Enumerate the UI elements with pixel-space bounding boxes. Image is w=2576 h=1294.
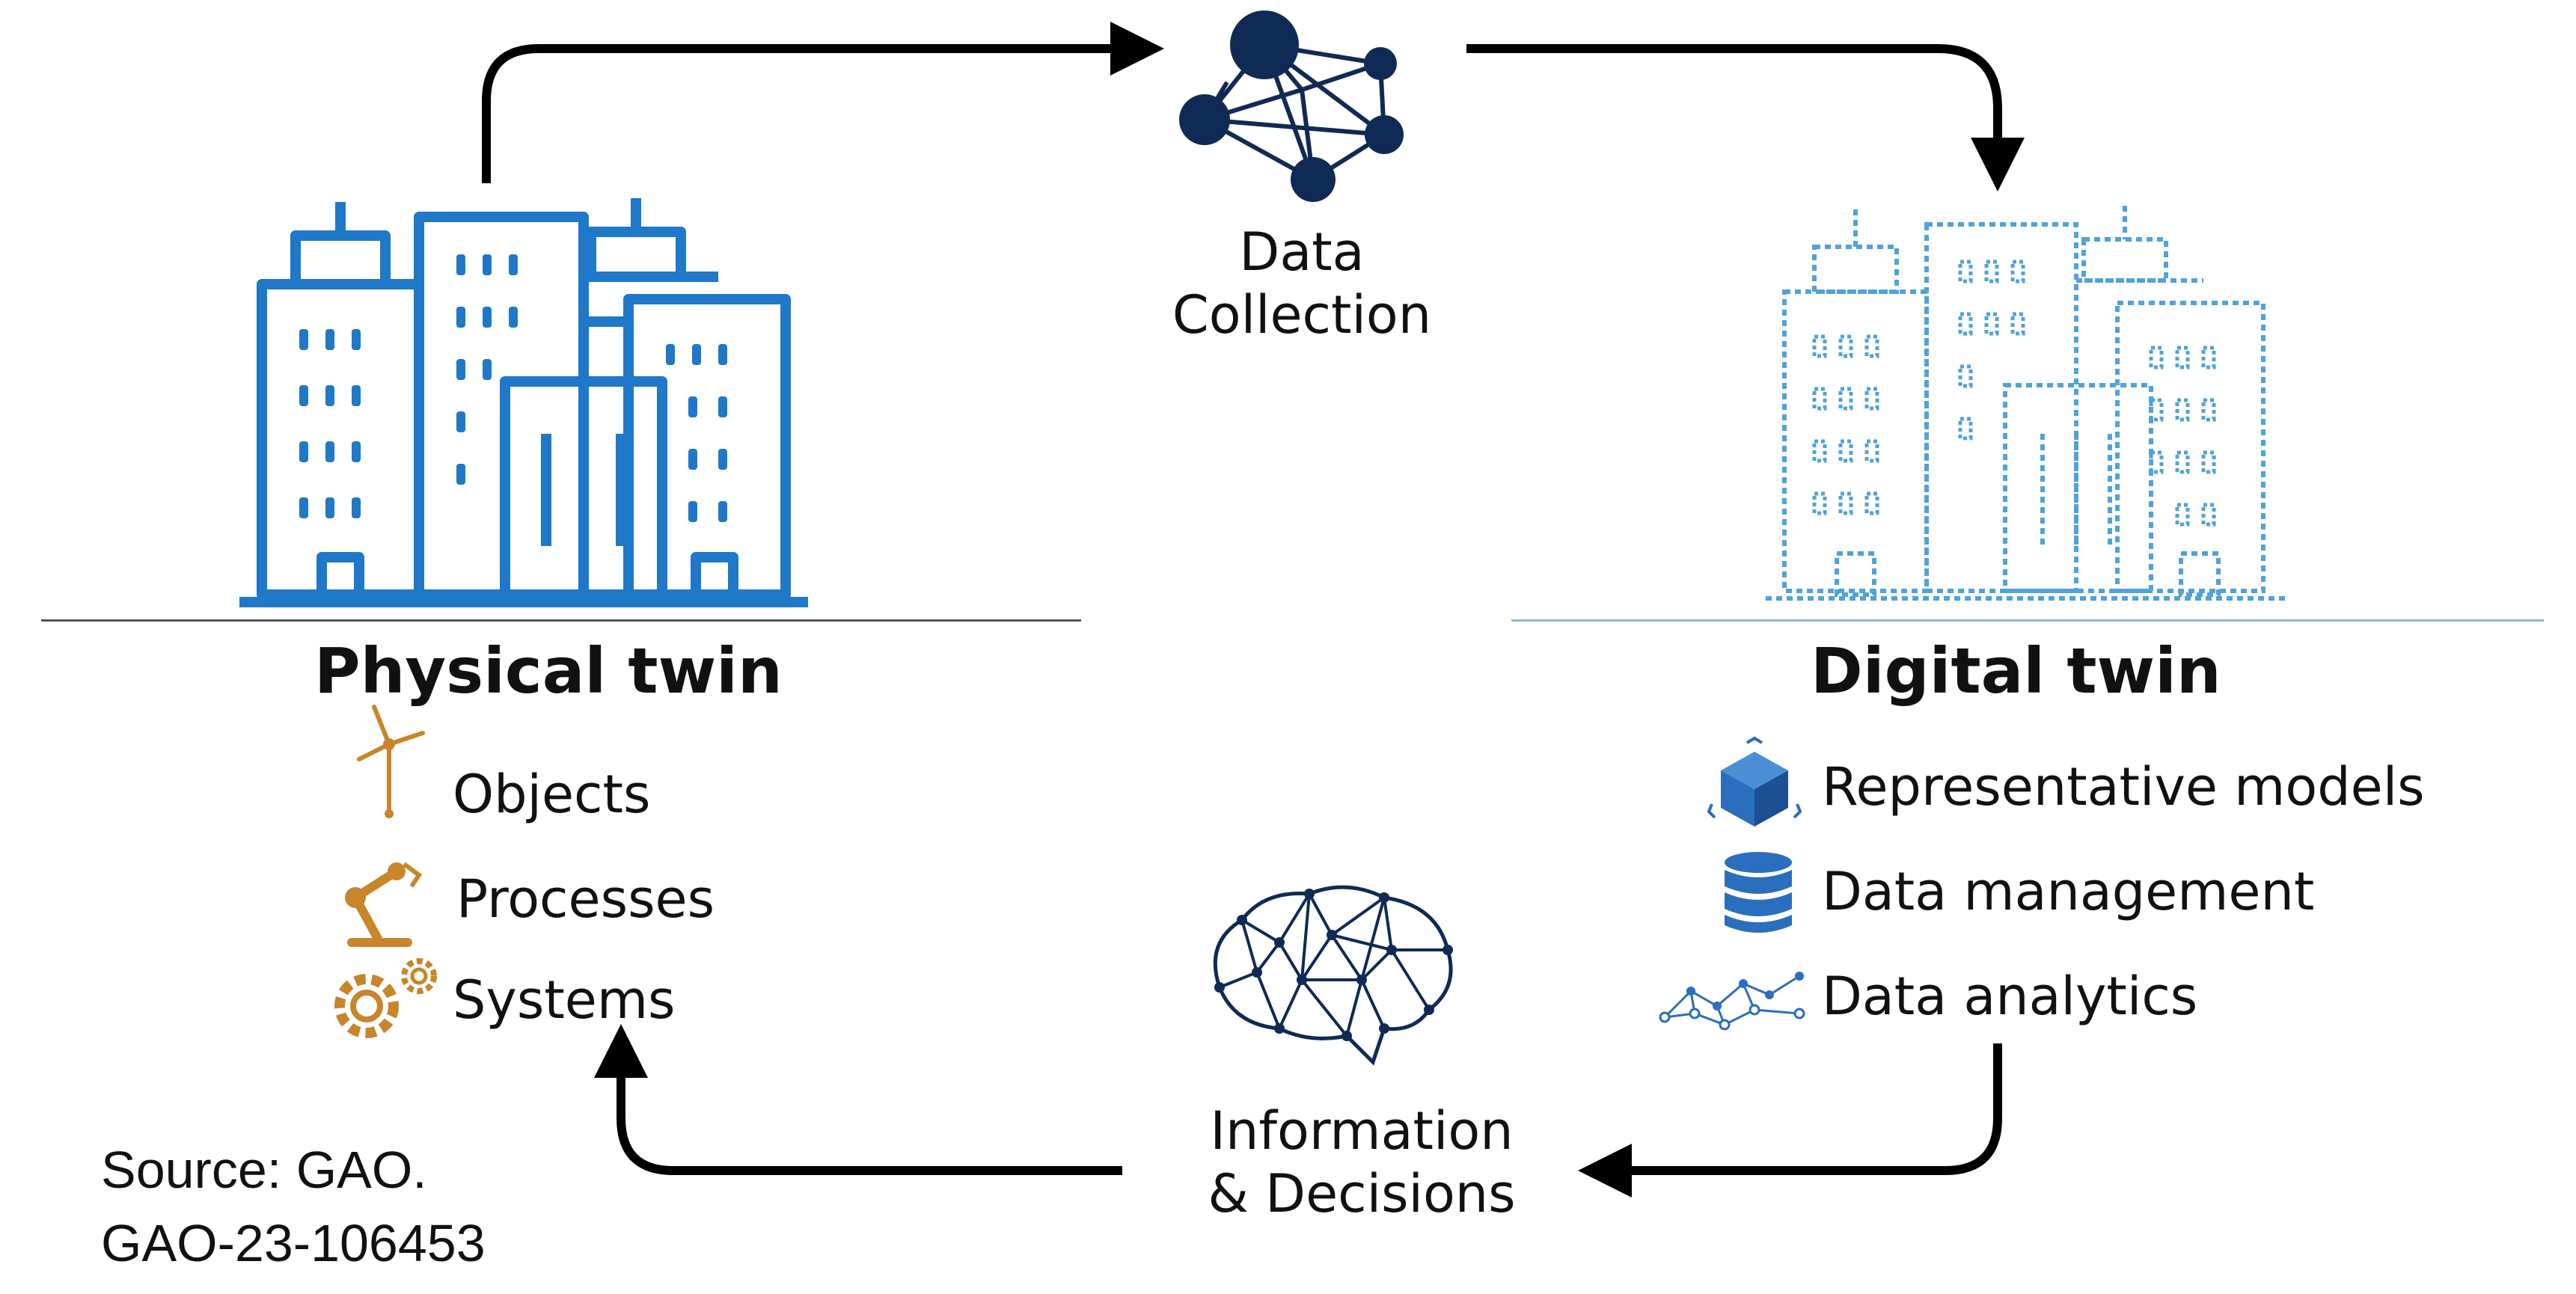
database-icon [1725, 852, 1792, 933]
information-decisions-line2: & Decisions [1208, 1163, 1516, 1224]
robotic-arm-icon [345, 862, 423, 947]
source-note: Source: GAO. GAO-23-106453 [101, 1133, 486, 1280]
physical-buildings-icon [239, 198, 808, 607]
data-collection-label: Data Collection [1115, 221, 1489, 346]
information-decisions-line1: Information [1210, 1100, 1514, 1162]
brain-network-icon [1213, 885, 1453, 1066]
arrow-data-collection-to-digital [1466, 44, 2025, 191]
data-management-label: Data management [1822, 861, 2315, 922]
arrow-decisions-to-physical [594, 1024, 1122, 1175]
arrow-physical-to-data-collection [482, 22, 1164, 183]
data-collection-line2: Collection [1172, 284, 1432, 346]
source-line2: GAO-23-106453 [101, 1214, 486, 1272]
digital-twin-title: Digital twin [1811, 634, 2221, 708]
cube-icon [1707, 736, 1802, 827]
representative-models-label: Representative models [1822, 756, 2425, 818]
source-line1: Source: GAO. [101, 1141, 427, 1199]
data-collection-line1: Data [1239, 221, 1365, 283]
analytics-network-icon [1659, 972, 1805, 1031]
physical-divider [41, 619, 1081, 622]
information-decisions-label: Information & Decisions [1130, 1100, 1594, 1225]
objects-label: Objects [453, 764, 651, 825]
systems-label: Systems [453, 969, 676, 1031]
wind-turbine-icon [357, 705, 425, 818]
physical-twin-title: Physical twin [314, 634, 783, 708]
arrow-digital-to-decisions [1578, 1043, 2002, 1198]
digital-buildings-icon [1766, 206, 2289, 601]
network-icon [1179, 10, 1404, 202]
digital-divider [1511, 619, 2544, 622]
data-analytics-label: Data analytics [1822, 966, 2198, 1027]
gears-icon [334, 958, 437, 1038]
processes-label: Processes [456, 868, 715, 930]
